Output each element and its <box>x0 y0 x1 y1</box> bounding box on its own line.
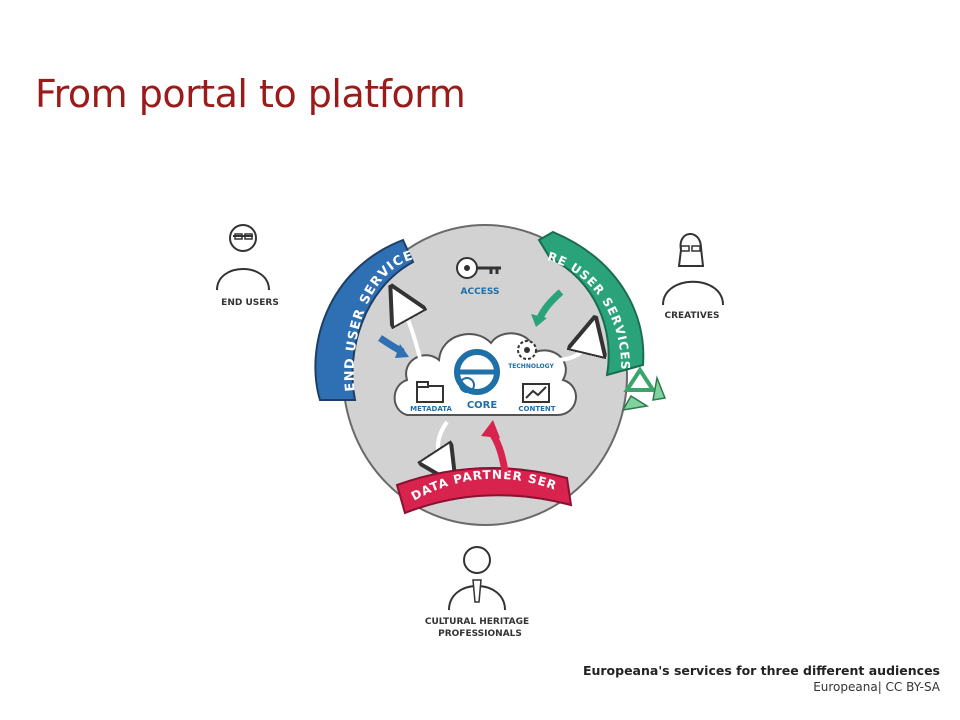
caption-credit: Europeana| CC BY-SA <box>813 680 940 694</box>
technology-label: TECHNOLOGY <box>508 363 554 370</box>
creatives-label: CREATIVES <box>664 311 719 321</box>
access-label: ACCESS <box>461 287 500 297</box>
key-icon <box>456 257 501 279</box>
folder-icon <box>416 381 444 403</box>
services-diagram: ACCESS CORE TECHNOLOGY METADATA CONTENT … <box>195 210 755 650</box>
slide-caption: Europeana's services for three different… <box>583 663 940 694</box>
caption-title: Europeana's services for three different… <box>582 663 940 678</box>
recycle-icon <box>621 366 667 411</box>
arrow-to-creatives <box>554 335 591 362</box>
metadata-label: METADATA <box>410 405 452 413</box>
arrow-to-professionals <box>438 420 447 468</box>
creatives-figure <box>662 233 724 306</box>
arrow-to-end-users <box>400 302 420 359</box>
content-label: CONTENT <box>518 405 555 413</box>
professionals-label-line2: PROFESSIONALS <box>438 629 522 639</box>
end-users-figure <box>216 224 270 291</box>
end-users-label: END USERS <box>221 298 279 308</box>
slide-title: From portal to platform <box>35 72 466 116</box>
europeana-logo-icon <box>454 349 500 395</box>
services-diagram-svg: ACCESS CORE TECHNOLOGY METADATA CONTENT … <box>195 210 724 639</box>
professionals-figure <box>448 546 506 611</box>
gear-icon <box>517 340 537 360</box>
image-icon <box>522 383 550 403</box>
professionals-label-line1: CULTURAL HERITAGE <box>425 617 529 627</box>
core-label: CORE <box>467 400 498 411</box>
